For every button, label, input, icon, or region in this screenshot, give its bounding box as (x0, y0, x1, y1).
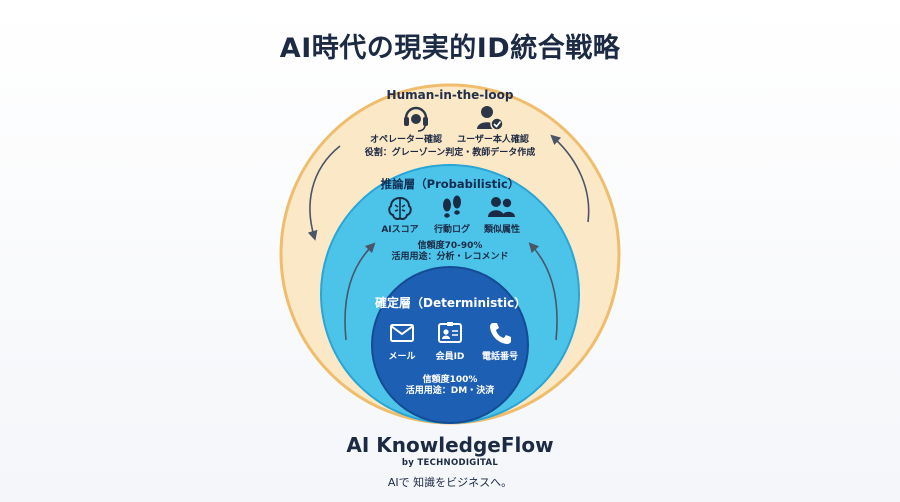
user-check-icon (477, 106, 504, 131)
arrow-left-middle (344, 242, 376, 341)
middle-item-label-ai-score: AIスコア (381, 225, 419, 235)
arrow-left-outer (307, 145, 341, 241)
inner-reliability-text: 信頼度100% (422, 375, 478, 385)
inner-item-label-member-id: 会員ID (435, 352, 465, 362)
middle-item-label-similar-attr: 類似属性 (483, 225, 520, 235)
outer-item-label-operator: オペレーター確認 (369, 135, 442, 145)
outer-role-text: 役割：グレーゾーン判定・教師データ作成 (364, 148, 536, 158)
inner-layer-title: 確定層（Deterministic） (375, 296, 527, 310)
inner-circle (371, 266, 529, 424)
footprints-icon (443, 195, 461, 218)
middle-reliability-text: 信頼度70-90% (417, 241, 483, 251)
middle-usage-text: 活用用途：分析・レコメンド (391, 252, 509, 262)
middle-layer-title: 推論層（Probabilistic） (380, 177, 520, 191)
outer-layer-title: Human-in-the-loop (386, 88, 514, 102)
arrow-right-outer (550, 134, 590, 223)
brand-name: AI KnowledgeFlow (346, 433, 554, 457)
outer-item-label-user: ユーザー本人確認 (457, 135, 529, 145)
inner-item-label-mail: メール (388, 352, 416, 362)
middle-item-label-behavior-log: 行動ログ (433, 225, 470, 235)
inner-item-label-phone: 電話番号 (481, 352, 518, 362)
brain-icon (388, 196, 412, 220)
mail-icon (390, 324, 414, 342)
brand-byline: by TECHNODIGITAL (401, 458, 499, 468)
page-title: AI時代の現実的ID統合戦略 (279, 33, 621, 64)
id-card-icon (438, 322, 462, 343)
inner-usage-text: 活用用途：DM・決済 (405, 386, 495, 396)
headset-icon (404, 106, 428, 132)
people-icon (488, 197, 515, 217)
phone-icon (490, 323, 511, 344)
arrow-right-middle (528, 242, 558, 341)
brand-tagline: AIで 知識をビジネスへ。 (387, 476, 513, 489)
